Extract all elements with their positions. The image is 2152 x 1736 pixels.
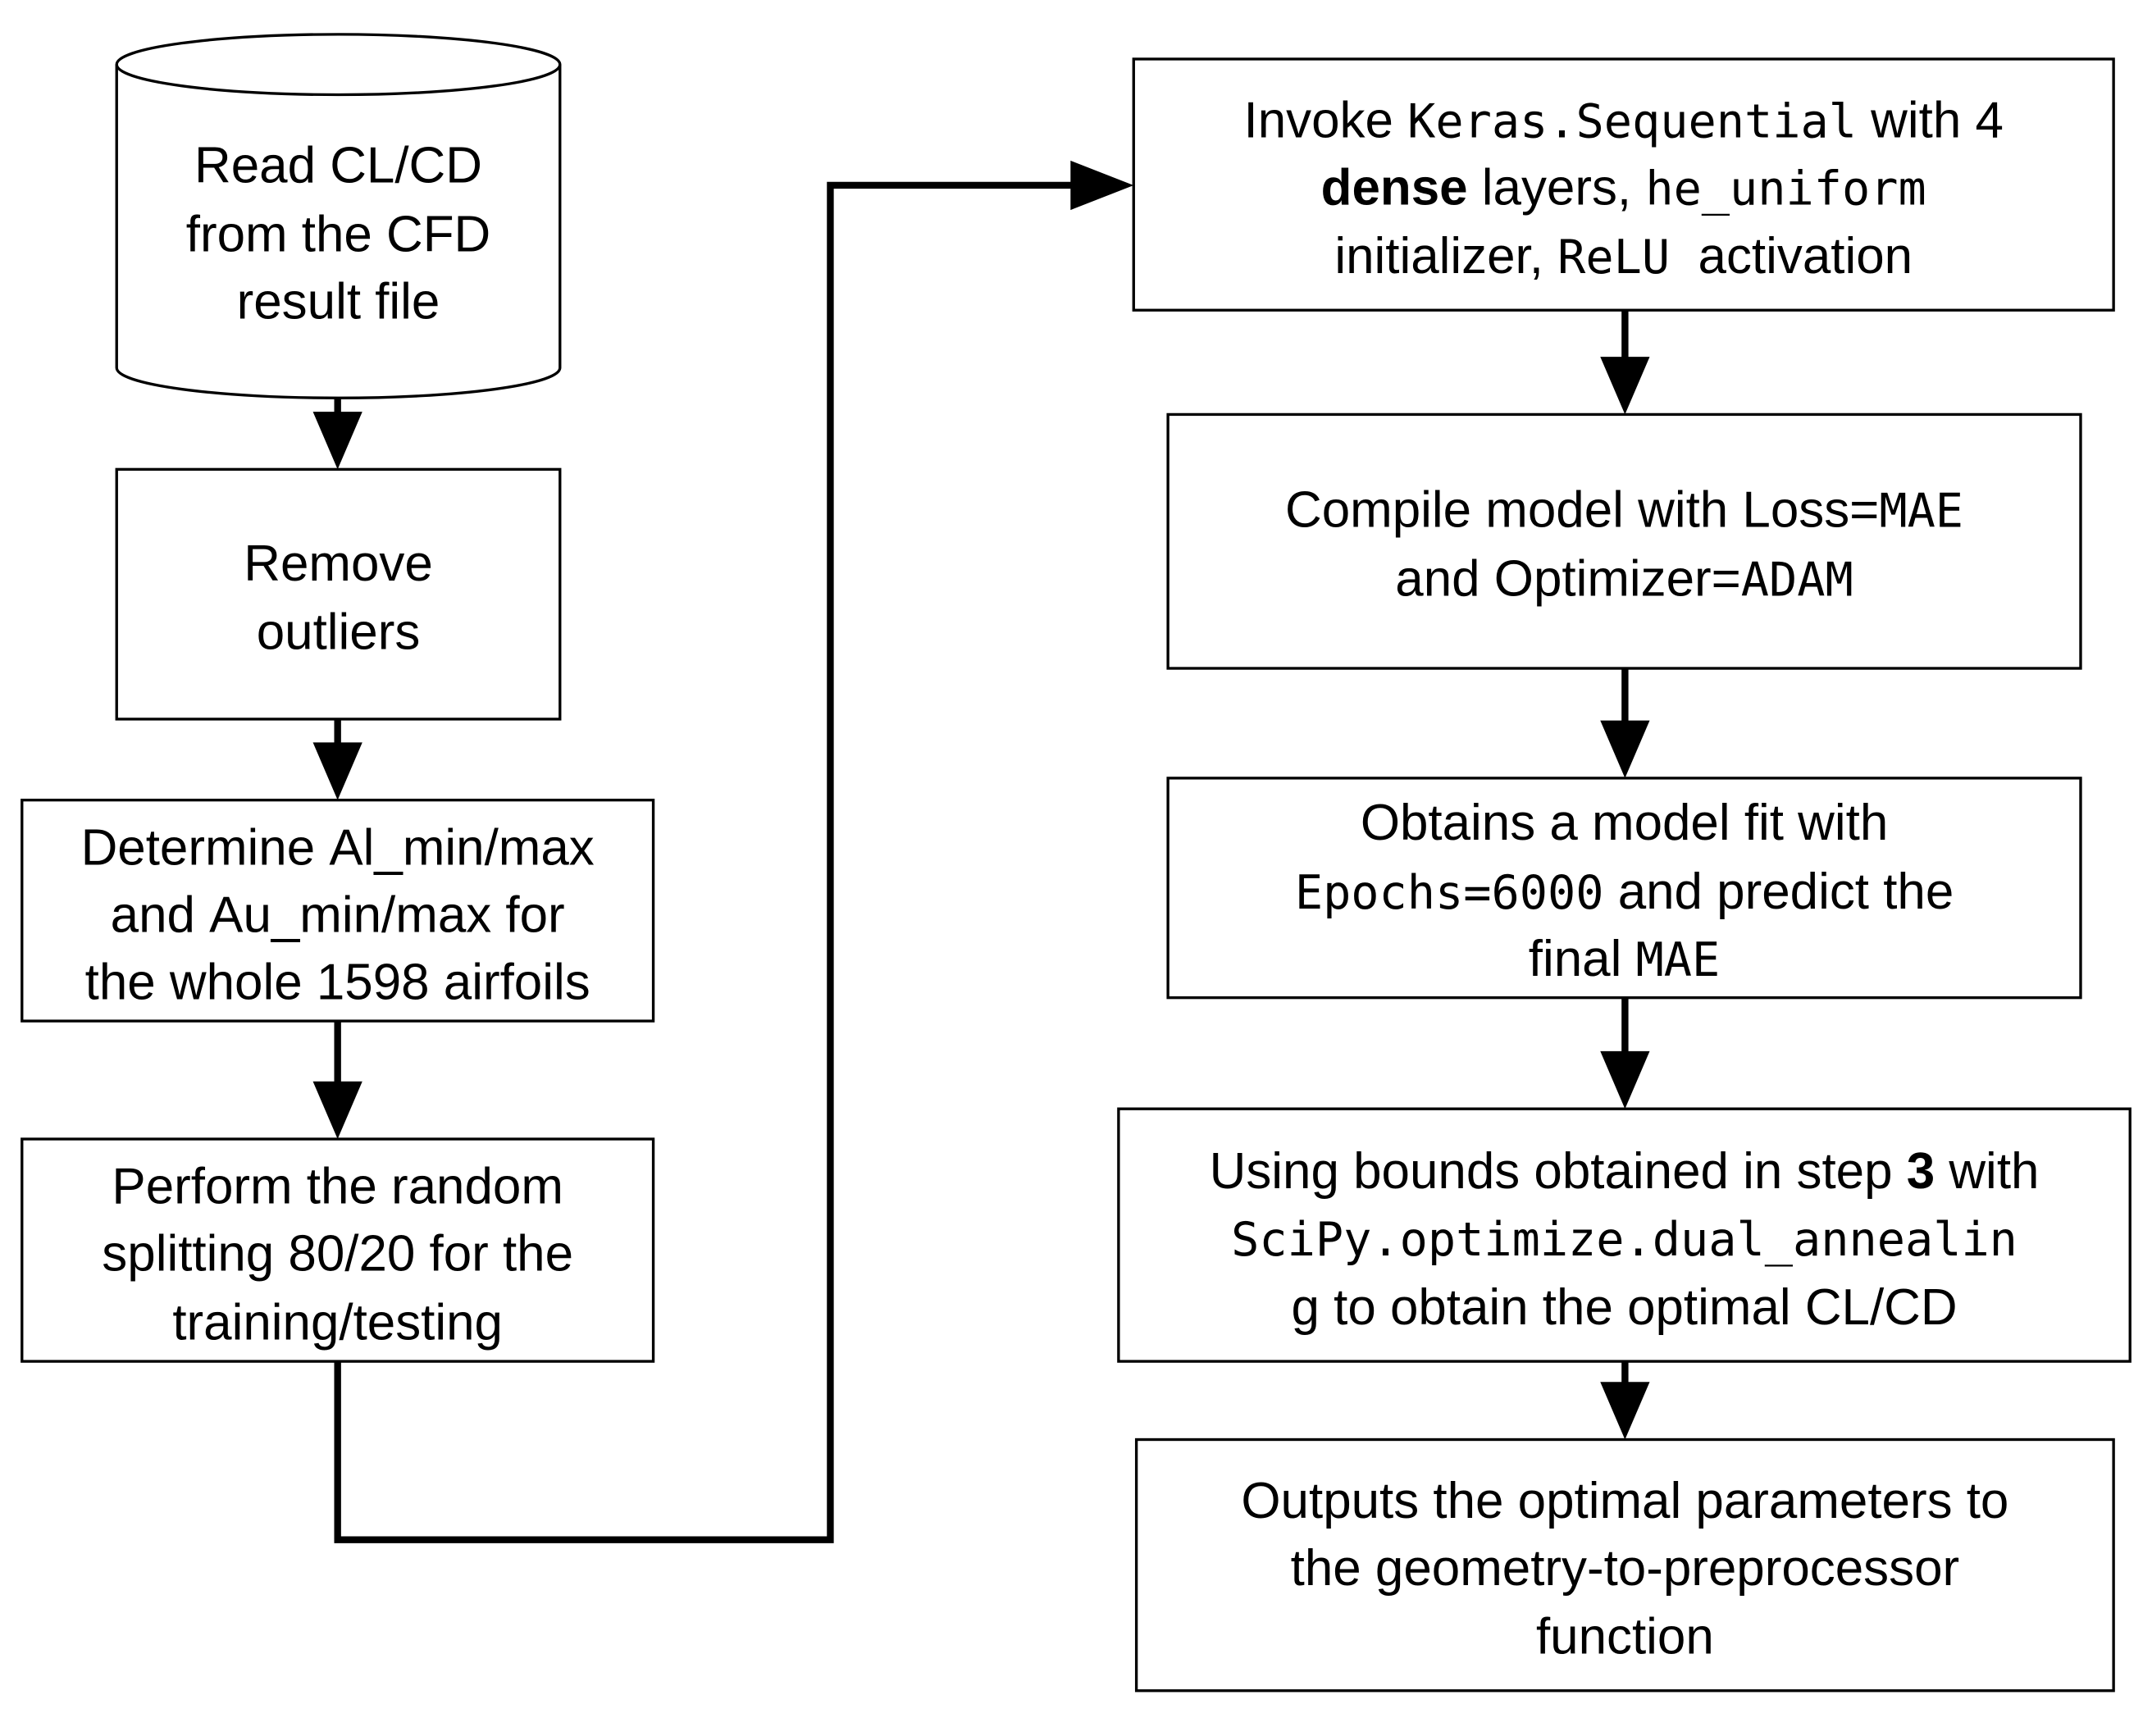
bold-text: dense <box>1321 159 1468 216</box>
text-span: Perform the random <box>112 1159 563 1215</box>
text-span: from the CFD <box>186 206 491 262</box>
node-text-line: outliers <box>257 604 421 661</box>
edge-determine-bounds-to-random-splitting <box>312 1021 362 1140</box>
node-text-line: the whole 1598 airfoils <box>85 954 590 1010</box>
node-text-line: dense layers, he_uniform <box>1321 159 1926 216</box>
text-span: splitting 80/20 for the <box>102 1226 573 1283</box>
text-span: outliers <box>257 604 421 661</box>
node-text-line: Determine Al_min/max <box>81 819 595 876</box>
node-random-splitting: Perform the random splitting 80/20 for th… <box>21 1137 655 1363</box>
arrowhead-icon <box>312 412 362 470</box>
node-text-line: final MAE <box>1529 931 1720 987</box>
text-span: Using bounds obtained in step <box>1210 1143 1907 1200</box>
box-shape <box>1166 412 2082 670</box>
node-text-line: SciPy.optimize.dual_annealin <box>1231 1213 2017 1267</box>
edge-invoke-keras-to-compile-model <box>1600 310 1650 415</box>
box-shape <box>1117 1107 2131 1363</box>
text-span: Obtains a model fit with <box>1361 795 1888 851</box>
node-text-line: and Au_min/max for <box>111 886 565 943</box>
node-outputs-parameters: Outputs the optimal parameters to the geo… <box>1134 1438 2115 1693</box>
arrowhead-icon <box>1600 1050 1650 1109</box>
text-span: Compile model with Loss= <box>1285 482 1879 539</box>
text-span: function <box>1536 1609 1714 1665</box>
box-shape <box>1134 1438 2115 1693</box>
text-span: and Au_min/max for <box>111 886 565 943</box>
edge-model-fit-to-dual-annealing <box>1600 997 1650 1109</box>
text-span: with <box>1935 1143 2039 1200</box>
edge-remove-outliers-to-determine-bounds <box>312 718 362 800</box>
node-text-line: Obtains a model fit with <box>1361 795 1888 851</box>
node-text-line: the geometry-to-preprocessor <box>1291 1540 1959 1597</box>
node-text-line: splitting 80/20 for the <box>102 1226 573 1283</box>
code-text: MAE <box>1879 485 1963 539</box>
text-span: Determine Al_min/max <box>81 819 595 876</box>
node-text-line: Epochs=6000 and predict the <box>1295 863 1954 920</box>
node-text-line: Invoke Keras.Sequential with 4 <box>1244 92 2004 148</box>
node-text-line: Compile model with Loss=MAE <box>1285 482 1963 539</box>
box-shape <box>21 798 655 1023</box>
text-span: activation <box>1670 228 1913 285</box>
node-text-line: Perform the random <box>112 1159 563 1215</box>
arrowhead-icon <box>312 742 362 800</box>
edge-dual-annealing-to-outputs-parameters <box>1600 1361 1650 1440</box>
text-span: with 4 <box>1857 92 2004 148</box>
code-text: ReLU <box>1557 230 1670 285</box>
box-shape <box>21 1137 655 1363</box>
arrowhead-icon <box>1070 160 1134 211</box>
text-span: result file <box>237 273 440 330</box>
arrowhead-icon <box>312 1081 362 1140</box>
edge-compile-model-to-model-fit <box>1600 668 1650 778</box>
node-text-line: initializer, ReLU activation <box>1334 228 1913 285</box>
code-text: Epochs=6000 <box>1295 866 1604 920</box>
cylinder-top <box>115 64 562 97</box>
code-text: SciPy.optimize.dual_annealin <box>1231 1213 2017 1267</box>
box-shape <box>115 467 562 721</box>
text-span: Outputs the optimal parameters to <box>1241 1473 2008 1529</box>
node-text-line: Outputs the optimal parameters to <box>1241 1473 2008 1529</box>
node-text-line: training/testing <box>172 1294 503 1351</box>
text-span: Invoke <box>1244 92 1408 148</box>
arrowhead-icon <box>1600 1382 1650 1440</box>
text-span: the whole 1598 airfoils <box>85 954 590 1010</box>
text-span: the geometry-to-preprocessor <box>1291 1540 1959 1597</box>
text-span: Read CL/CD <box>194 138 482 194</box>
cylinder-shape <box>115 33 562 400</box>
code-text: he_uniform <box>1645 162 1926 216</box>
text-span: layers, <box>1468 159 1646 216</box>
node-text-line: Remove <box>244 535 433 592</box>
text-span: and Optimizer= <box>1395 550 1741 607</box>
text-span: initializer, <box>1334 228 1557 285</box>
bold-text: 3 <box>1907 1143 1935 1200</box>
node-invoke-keras: Invoke Keras.Sequential with 4 dense laye… <box>1132 57 2115 312</box>
node-text-line: from the CFD <box>186 206 491 262</box>
code-text: MAE <box>1636 933 1721 987</box>
node-text-line: and Optimizer=ADAM <box>1395 550 1853 607</box>
text-span: training/testing <box>172 1294 503 1351</box>
code-text: Keras.Sequential <box>1407 94 1857 148</box>
node-text-line: g to obtain the optimal CL/CD <box>1291 1279 1957 1336</box>
text-span: final <box>1529 931 1636 987</box>
text-span: g to obtain the optimal CL/CD <box>1291 1279 1957 1336</box>
node-read-cl-cd: Read CL/CD from the CFD result file <box>115 33 562 400</box>
edge-random-splitting-to-invoke-keras <box>334 160 1134 1543</box>
node-text-line: result file <box>237 273 440 330</box>
arrowhead-icon <box>1600 357 1650 415</box>
box-shape <box>1166 777 2082 1000</box>
arrowhead-icon <box>1600 720 1650 778</box>
node-dual-annealing: Using bounds obtained in step 3 withSciP… <box>1117 1107 2131 1363</box>
node-text-line: Using bounds obtained in step 3 with <box>1210 1143 2040 1200</box>
code-text: ADAM <box>1741 553 1853 607</box>
node-text-line: function <box>1536 1609 1714 1665</box>
text-span: and predict the <box>1604 863 1954 920</box>
node-compile-model: Compile model with Loss=MAE and Optimizer… <box>1166 412 2082 670</box>
text-span: Remove <box>244 535 433 592</box>
box-shape <box>1132 57 2115 312</box>
node-remove-outliers: Remove outliers <box>115 467 562 721</box>
edge-read-cl-cd-to-remove-outliers <box>312 398 362 470</box>
node-text-line: Read CL/CD <box>194 138 482 194</box>
